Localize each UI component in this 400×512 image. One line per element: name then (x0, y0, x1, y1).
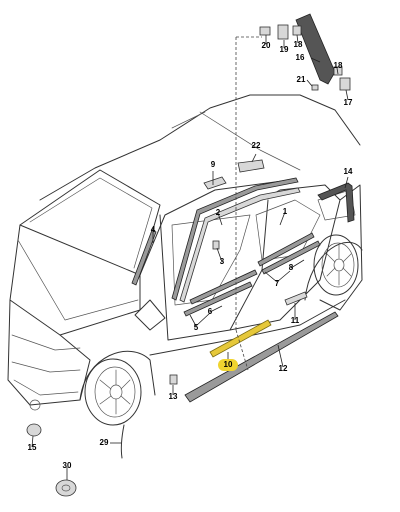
roof-clip-part-9 (203, 176, 227, 190)
door-trim-part-8 (257, 232, 315, 267)
leader-lines (31, 34, 349, 480)
callout-1: 1 (283, 207, 288, 216)
pillar-trim-part-16 (295, 13, 336, 85)
clip-part-19 (277, 24, 289, 40)
tape-roll-part-30 (55, 479, 77, 497)
callout-4: 4 (151, 225, 156, 234)
callout-9: 9 (211, 160, 216, 169)
tape-roll-core-part-30 (61, 484, 71, 492)
door-trim-part-5a (183, 281, 253, 317)
front-wheel (84, 358, 142, 426)
callout-21: 21 (297, 75, 306, 84)
roof-trim-part-1 (179, 187, 301, 303)
trim-piece-part-11 (284, 291, 308, 306)
callout-14: 14 (344, 167, 353, 176)
callout-2: 2 (216, 208, 221, 217)
callout-7: 7 (275, 279, 280, 288)
clip-part-18b (333, 66, 343, 76)
callout-18b: 18 (334, 61, 343, 70)
callout-22: 22 (252, 141, 261, 150)
callout-19: 19 (280, 45, 289, 54)
callout-30: 30 (63, 461, 72, 470)
door-trim-part-6 (189, 269, 258, 305)
sill-strip-part-10 (209, 319, 272, 358)
door-trim-part-7 (261, 240, 321, 275)
roof-trim-part-2 (171, 177, 299, 301)
a-pillar-trim-part-4 (131, 229, 157, 286)
callout-18: 18 (294, 40, 303, 49)
cap-part-15 (26, 423, 42, 437)
wire-part-29 (120, 424, 125, 459)
clip-part-3 (212, 240, 220, 250)
clip-part-17 (339, 77, 351, 91)
callout-29: 29 (100, 438, 109, 447)
clip-part-21 (311, 84, 319, 91)
callout-12: 12 (279, 364, 288, 373)
callout-10: 10 (224, 360, 233, 369)
callout-16: 16 (296, 53, 305, 62)
callout-15: 15 (28, 443, 37, 452)
side-sill-trim-part-12 (184, 311, 339, 403)
rear-wheel (313, 234, 359, 296)
callout-3: 3 (220, 257, 225, 266)
callout-11: 11 (291, 316, 300, 325)
callout-6: 6 (208, 307, 213, 316)
callout-8: 8 (289, 263, 294, 272)
clip-part-18 (292, 25, 302, 36)
callout-10-highlight (218, 359, 238, 371)
clip-part-20 (259, 26, 271, 36)
callout-labels: 1 2 3 4 5 6 7 8 9 10 11 12 13 14 15 16 1… (28, 40, 353, 470)
callout-17: 17 (344, 98, 353, 107)
clip-part-13 (169, 374, 178, 385)
callout-13: 13 (169, 392, 178, 401)
alignment-line-sill (235, 329, 249, 371)
callout-5: 5 (194, 323, 199, 332)
roof-clip-part-22 (237, 159, 265, 173)
quarter-window-trim-part-14 (317, 182, 355, 223)
callout-20: 20 (262, 41, 271, 50)
car-body-outline (7, 94, 363, 411)
